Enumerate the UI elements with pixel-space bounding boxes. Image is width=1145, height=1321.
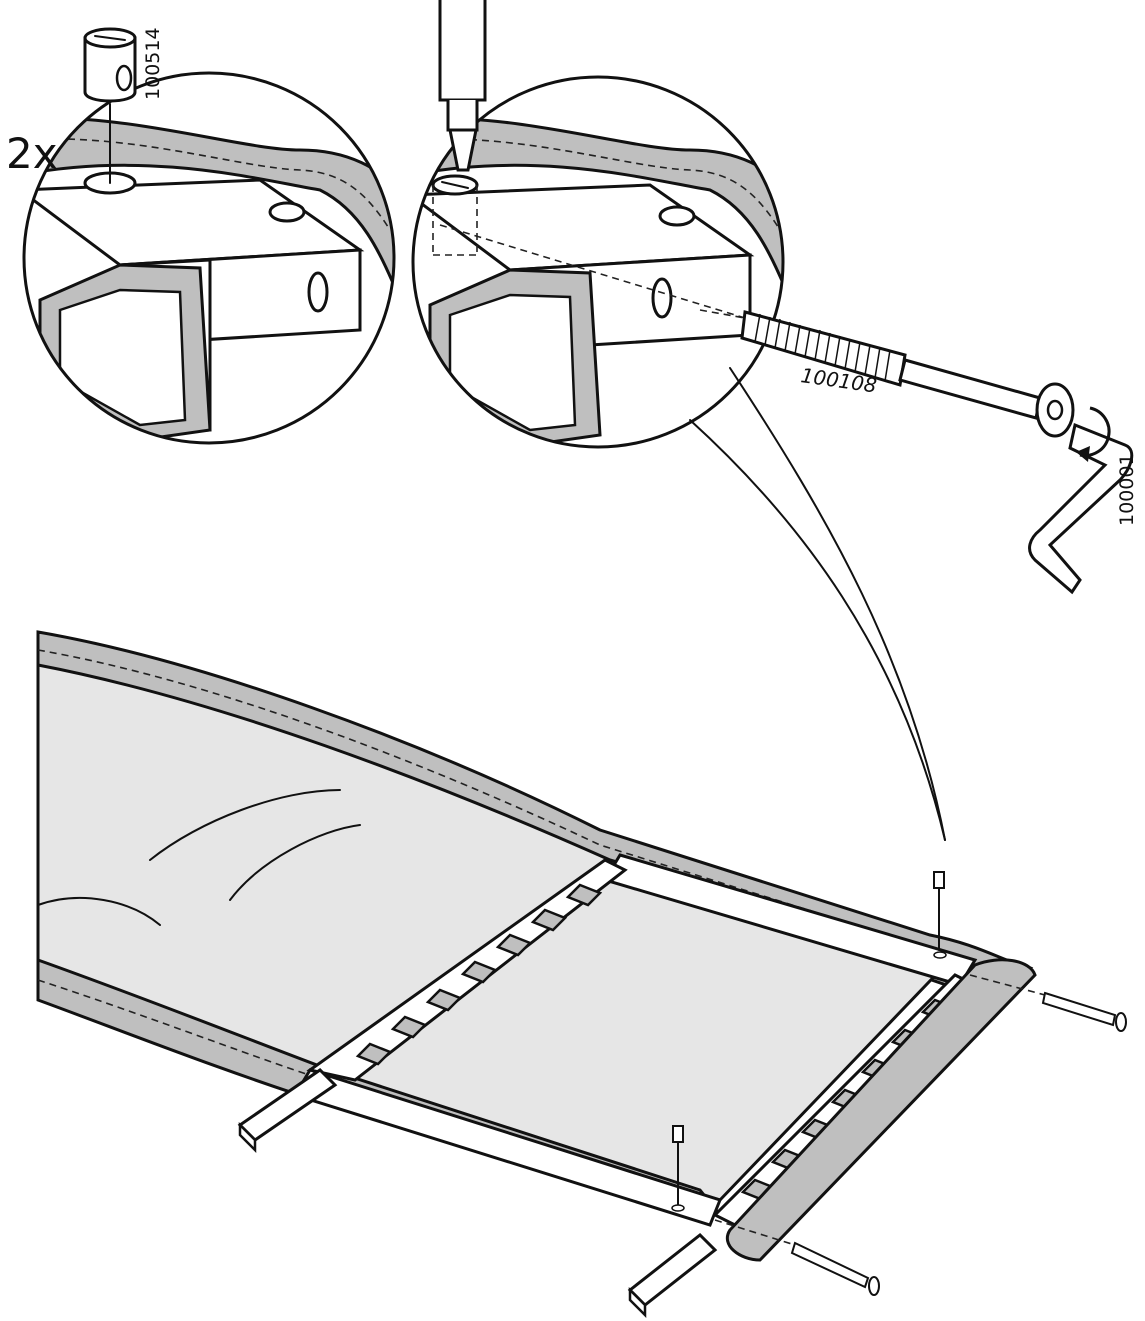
part-number-allen-key: 100001 xyxy=(1116,453,1138,526)
assembly-barrel-nut-top xyxy=(933,871,947,959)
barrel-nut-icon xyxy=(83,27,137,184)
main-assembly-view xyxy=(36,630,1127,1319)
detail-circle-tighten-bolt xyxy=(411,0,785,449)
assembly-bolt-bottom xyxy=(714,1219,880,1296)
part-number-barrel-nut: 100514 xyxy=(142,27,164,100)
quantity-label: 2x xyxy=(6,129,58,178)
assembly-bolt-top xyxy=(969,974,1127,1032)
allen-key-icon xyxy=(1028,406,1134,595)
bolt-icon xyxy=(699,309,1075,438)
assembly-barrel-nut-bottom xyxy=(671,1125,685,1212)
detail-circle-insert-barrel-nut xyxy=(22,27,396,445)
leader-lines xyxy=(689,367,946,841)
screwdriver-icon xyxy=(438,0,487,172)
